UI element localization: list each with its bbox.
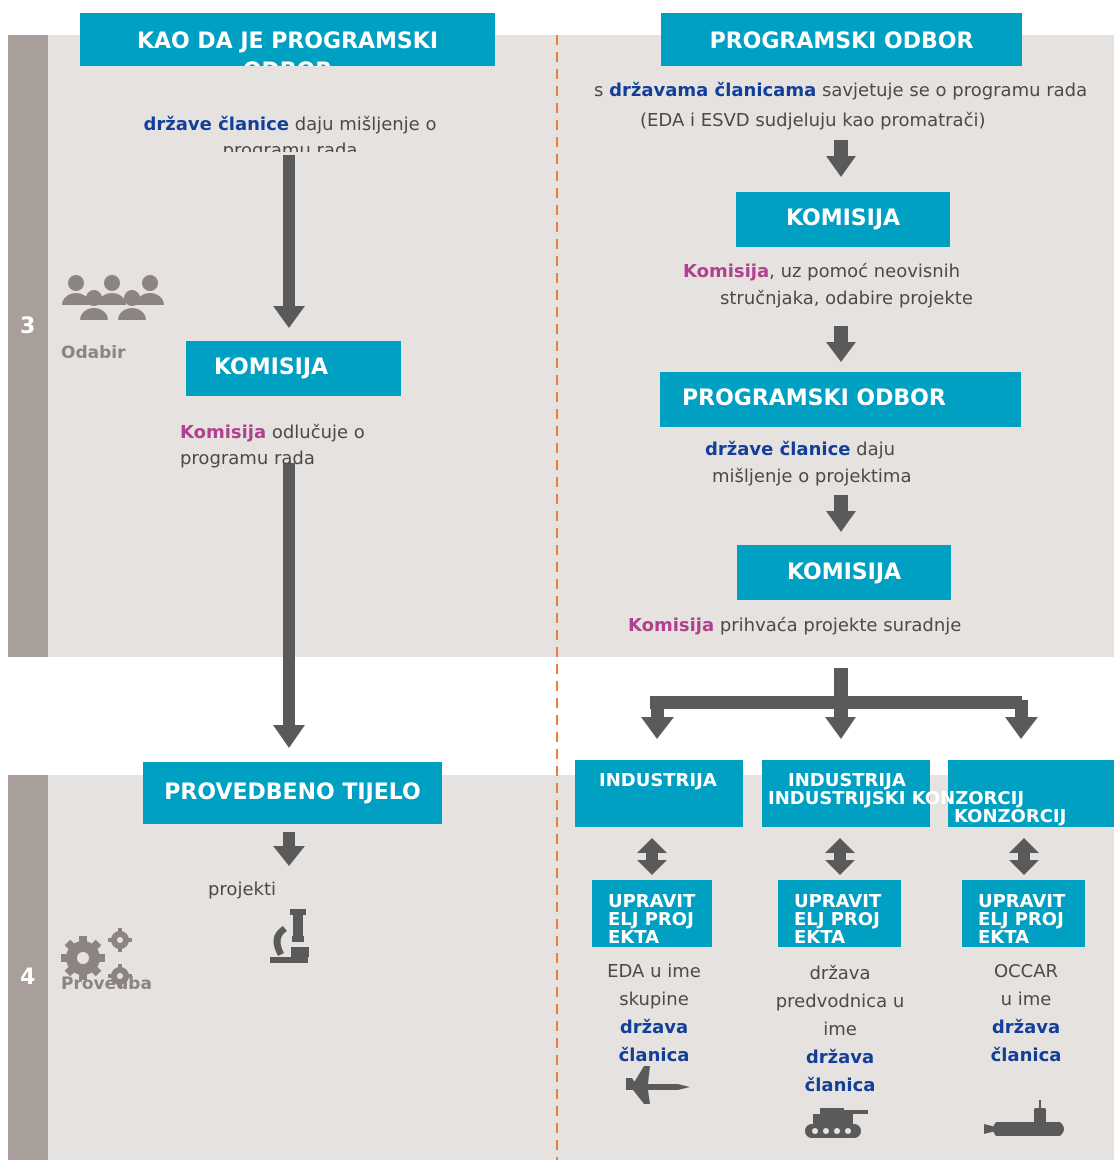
industry-box-3: KONZORCIJ [948,760,1114,827]
manager-box-2: UPRAVITELJ PROJEKTA [778,880,901,947]
implementing-body-box: PROVEDBENO TIJELO [143,762,442,824]
step3-stripe [8,35,48,657]
left-opinion-rest: daju mišljenje o programu rada [222,114,437,152]
manager-desc-1-line2: skupine [619,989,689,1010]
step3-number: 3 [20,314,36,339]
right-header-box: PROGRAMSKI ODBOR [661,13,1022,66]
right-consult-text: s državama članicama savjetuje se o prog… [594,78,1114,104]
commission-label: Komisija [180,422,267,443]
left-opinion-text: države članice daju mišljenje o programu… [135,112,445,152]
manager-desc-2-line3: ime [823,1019,857,1040]
manager-box-3-label: UPRAVITELJ PROJEKTA [978,891,1066,947]
commission-label-3: Komisija [628,615,715,636]
manager-desc-3-bold1: država [991,1017,1061,1038]
right-select-line2: stručnjaka, odabire projekte [720,288,973,309]
member-states-label-2: državama članicama [609,80,817,101]
tank-icon [805,1108,868,1138]
industry-box-2-line2: INDUSTRIJSKI KONZORCIJ [768,788,1025,809]
member-states-label: države članice [143,114,289,135]
submarine-icon [984,1100,1064,1136]
people-group-icon [62,275,164,320]
step3-label: Odabir [61,343,126,363]
manager-desc-2-line1: država [809,963,871,984]
right-opinion-line2: mišljenje o projektima [712,466,912,487]
left-arrows [273,155,305,866]
left-header-box: KAO DA JE PROGRAMSKI ODBOR [80,13,495,66]
right-consult-rest: savjetuje se o programu rada [816,80,1088,101]
right-select-rest: , uz pomoć neovisnih [769,261,961,282]
step4-stripe [8,775,48,1160]
manager-box-3: UPRAVITELJ PROJEKTA [962,880,1085,947]
manager-desc-3-bold2: članica [990,1045,1062,1066]
right-commission-box-1: KOMISIJA [736,192,950,247]
step4-number: 4 [20,965,36,990]
manager-desc-2-bold2: članica [804,1075,876,1096]
manager-desc-2-line2: predvodnica u [775,991,905,1012]
right-committee-box: PROGRAMSKI ODBOR [660,372,1021,427]
member-states-label-3: države članice [705,439,851,460]
gears-icon [61,928,132,988]
left-commission-box: KOMISIJA [186,341,401,396]
industry-box-2: INDUSTRIJA INDUSTRIJSKI KONZORCIJ [762,760,1025,827]
right-arrows [641,140,1038,739]
commission-label-2: Komisija [683,261,770,282]
manager-desc-1-bold2: članica [618,1045,690,1066]
right-accept-rest: prihvaća projekte suradnje [714,615,962,636]
industry-box-1: INDUSTRIJA [575,760,743,827]
manager-box-1: UPRAVITELJ PROJEKTA [592,880,712,947]
double-arrows [637,838,1039,875]
industry-box-2-line1: INDUSTRIJA [788,770,906,791]
right-consult-prefix: s [594,80,610,101]
right-select-text: Komisija, uz pomoć neovisnih [683,259,1103,285]
right-consult-line2: (EDA i ESVD sudjeluju kao promatrači) [640,110,986,131]
manager-desc-3-line1: OCCAR [993,961,1059,982]
manager-desc-1-line1: EDA u ime [607,961,701,982]
left-decision-rest: odlučuje o programu rada [180,422,365,469]
manager-desc-3-line2: u ime [1000,989,1052,1010]
manager-desc-2: država predvodnica u ime država članica [770,960,910,1100]
manager-box-1-label: UPRAVITELJ PROJEKTA [608,891,696,947]
microscope-icon [270,909,309,963]
right-opinion-text: države članice daju [705,437,1005,463]
left-decision-text: Komisija odlučuje o programu rada [180,420,410,472]
manager-desc-1-bold1: država [619,1017,689,1038]
right-commission-box-2: KOMISIJA [737,545,951,600]
right-opinion-rest: daju [850,439,896,460]
manager-desc-1: EDA u ime skupine država članica [589,958,719,1070]
fighter-jet-icon [626,1066,690,1104]
industry-box-3-line1: KONZORCIJ [954,806,1067,827]
right-accept-text: Komisija prihvaća projekte suradnje [628,613,1048,639]
manager-box-2-label: UPRAVITELJ PROJEKTA [794,891,882,947]
manager-desc-3: OCCAR u ime država članica [962,958,1090,1070]
projects-label: projekti [208,879,277,900]
step4-band [8,775,1114,1160]
manager-desc-2-bold1: država [805,1047,875,1068]
